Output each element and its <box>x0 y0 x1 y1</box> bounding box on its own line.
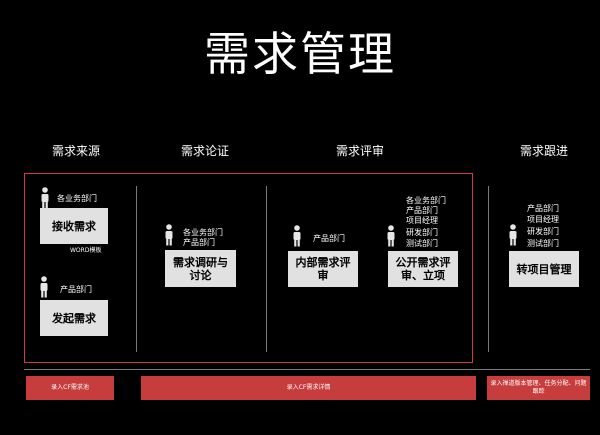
stage-label-argument: 需求论证 <box>180 144 229 158</box>
transfer-project-box: 转项目管理 <box>509 251 579 287</box>
dept-label: 产品部门 <box>406 206 438 215</box>
person-icon <box>165 224 173 246</box>
stage-label-followup: 需求跟进 <box>519 144 568 158</box>
person-icon <box>293 225 301 247</box>
requirement-research-box: 需求调研与讨论 <box>165 250 236 287</box>
dept-label: 测试部门 <box>527 239 559 248</box>
public-review-box: 公开需求评审、立项 <box>388 251 458 287</box>
cf-pool-bar: 录入CF需求池 <box>26 376 114 400</box>
stage-label-review: 需求评审 <box>335 144 384 158</box>
dept-label: 各业务部门 <box>406 196 446 205</box>
template-note: WORD模板 <box>70 247 102 254</box>
person-icon <box>41 187 49 209</box>
dept-label: 项目经理 <box>527 215 559 224</box>
person-icon <box>509 224 517 246</box>
dept-label: 各业务部门 <box>57 194 97 203</box>
initiate-requirement-box: 发起需求 <box>40 300 108 336</box>
stage-divider <box>488 186 489 352</box>
person-icon <box>387 225 395 247</box>
dept-label: 产品部门 <box>60 285 92 294</box>
dept-label: 产品部门 <box>183 238 215 247</box>
process-frame <box>24 173 473 363</box>
page-title: 需求管理 <box>204 27 396 81</box>
dept-label: 项目经理 <box>406 216 438 225</box>
stage-divider <box>266 186 267 352</box>
separator-line <box>24 369 590 370</box>
dept-label: 产品部门 <box>313 234 345 243</box>
receive-requirement-box: 接收需求 <box>40 208 108 244</box>
stage-label-source: 需求来源 <box>51 144 100 158</box>
dept-label: 测试部门 <box>406 239 438 248</box>
dept-label: 各业务部门 <box>183 228 223 237</box>
person-icon <box>40 276 48 298</box>
dept-label: 研发部门 <box>527 227 559 236</box>
zentao-bar: 录入禅道版本管理、任务分配、问题跟踪 <box>487 376 590 400</box>
stage-divider <box>136 186 137 352</box>
cf-detail-bar: 录入CF需求详情 <box>141 376 476 400</box>
dept-label: 产品部门 <box>527 204 559 213</box>
internal-review-box: 内部需求评审 <box>288 251 358 287</box>
dept-label: 研发部门 <box>406 228 438 237</box>
